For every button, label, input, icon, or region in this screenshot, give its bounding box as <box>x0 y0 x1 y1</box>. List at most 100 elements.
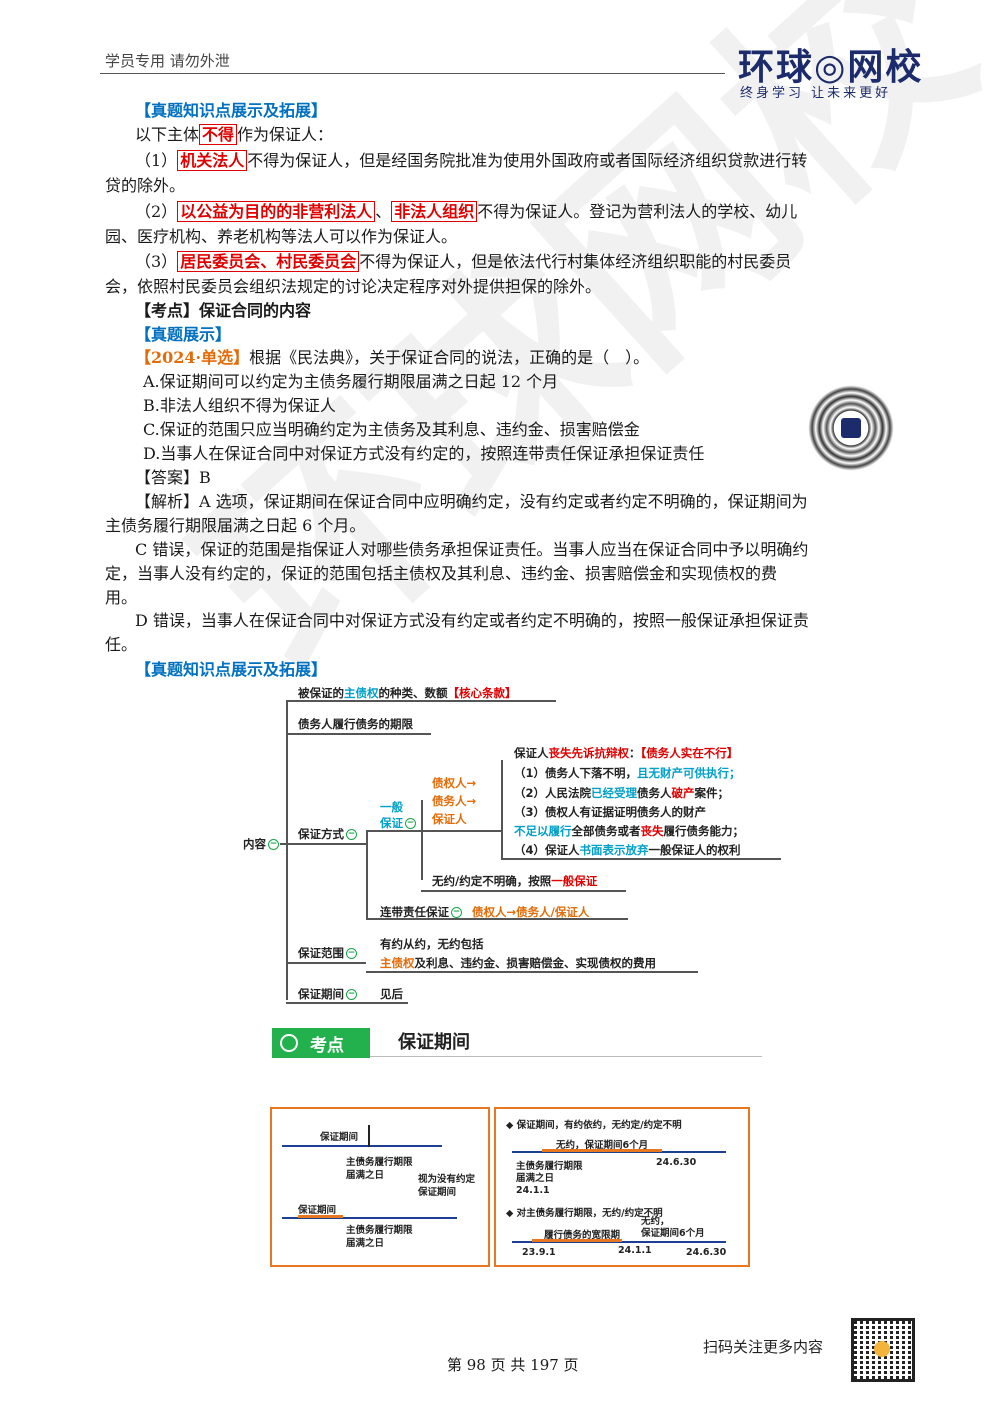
keyword-highlight: 以公益为目的的非营利法人 <box>177 201 376 222</box>
tl-label: 主债务履行期限届满之日 <box>346 1225 413 1249</box>
question-stem: 【2024·单选】根据《民法典》，关于保证合同的说法，正确的是（ ）。 <box>135 348 650 367</box>
collapse-icon[interactable]: − <box>346 948 357 959</box>
mm-underline <box>366 971 698 973</box>
question-tag: 【2024·单选】 <box>135 348 250 367</box>
tr-title-2: ◆ 对主债务履行期限，无约/约定不明 <box>506 1208 663 1219</box>
analysis-2c: 用。 <box>105 588 138 607</box>
tl-label: 保证期间 <box>320 1132 359 1143</box>
mm-scope-line-2: 主债权及利息、违约金、损害赔偿金、实现债权的费用 <box>380 956 656 970</box>
mm-underline <box>366 918 628 920</box>
collapse-icon[interactable]: − <box>451 907 462 918</box>
option-b: B.非法人组织不得为保证人 <box>143 396 336 415</box>
item-1-line-1: （1）机关法人不得为保证人，但是经国务院批准为使用外国政府或者国际经济组织贷款进… <box>135 150 808 171</box>
mm-defense-title: 保证人丧失先诉抗辩权：【债务人实在不行】 <box>514 746 739 760</box>
section-heading-2: 【真题知识点展示及拓展】 <box>135 660 328 679</box>
collapse-icon[interactable]: − <box>268 839 279 850</box>
mm-node-method: 保证方式− <box>298 827 357 841</box>
item-2-line-2: 园、医疗机构、养老机构等法人可以作为保证人。 <box>105 227 458 246</box>
tr-grace-bar <box>532 1239 622 1242</box>
collapse-icon[interactable]: − <box>346 989 357 1000</box>
analysis-2b: 定，当事人没有约定的，保证的范围包括主债权及其利息、违约金、损害赔偿金和实现债权… <box>105 564 778 583</box>
tl-tick <box>368 1125 370 1147</box>
qr-code[interactable] <box>851 1318 915 1382</box>
option-c: C.保证的范围只应当明确约定为主债务及其利息、违约金、损害赔偿金 <box>143 420 640 439</box>
mm-branch <box>366 830 368 918</box>
tr-date: 24.6.30 <box>686 1247 727 1258</box>
mm-underline <box>501 858 781 860</box>
tr-date: 24.1.1 <box>618 1245 652 1256</box>
collapse-icon[interactable]: − <box>346 829 357 840</box>
keyword-highlight: 非法人组织 <box>391 201 478 222</box>
mm-node-order: 债权人→ 债务人→ 保证人 <box>432 776 477 826</box>
mm-node-scope: 保证范围− <box>298 946 357 960</box>
kaodian-heading: 【考点】保证合同的内容 <box>135 301 312 320</box>
kaodian-divider <box>370 1056 762 1057</box>
mm-defense-4: （4）保证人书面表示放弃一般保证人的权利 <box>514 843 741 857</box>
logo: 环球◎网校 <box>738 47 924 88</box>
mm-node-term: 债务人履行债务的期限 <box>298 717 413 731</box>
mm-period-leaf: 见后 <box>380 987 403 1001</box>
keyword-highlight: 机关法人 <box>177 150 248 171</box>
section-heading: 【真题知识点展示及拓展】 <box>135 101 328 120</box>
analysis-3a: D 错误，当事人在保证合同中对保证方式没有约定或者约定不明确的，按照一般保证承担… <box>135 611 809 630</box>
mm-underline <box>366 830 421 832</box>
option-a: A.保证期间可以约定为主债务履行期限届满之日起 12 个月 <box>143 372 559 391</box>
collapse-icon[interactable]: − <box>405 818 416 829</box>
mm-node-joint: 连带责任保证−债权人→债务人/保证人 <box>380 905 590 919</box>
mm-defense-3b: 不足以履行全部债务或者丧失履行债务能力； <box>514 824 744 838</box>
item-3-line-1: （3）居民委员会、村民委员会不得为保证人，但是依法代行村集体经济组织职能的村民委… <box>135 251 792 272</box>
logo-slogan: 终身学习 让未来更好 <box>740 86 892 101</box>
tl-label: 保证期间 <box>298 1205 337 1216</box>
kaodian-tag: 考点 <box>272 1028 370 1058</box>
mini-program-code[interactable] <box>808 385 894 471</box>
mm-root: 内容− <box>243 837 279 851</box>
mm-underline <box>421 830 501 832</box>
tr-title-1: ◆ 保证期间，有约依约，无约定/约定不明 <box>506 1120 682 1131</box>
mm-underline <box>286 843 366 845</box>
tr-label: 无约，保证期间6个月 <box>556 1140 649 1151</box>
target-icon <box>280 1034 298 1052</box>
tr-period-bar <box>542 1149 662 1152</box>
mm-defense-1: （1）债务人下落不明，且无财产可供执行； <box>514 766 741 780</box>
header-confidential-label: 学员专用 请勿外泄 <box>105 52 230 70</box>
tl-label: 主债务履行期限届满之日 <box>346 1157 413 1181</box>
mm-defense-2: （2）人民法院已经受理债务人破产案件； <box>514 786 730 800</box>
tr-date: 24.6.30 <box>656 1157 697 1168</box>
mm-node-subject: 被保证的主债权的种类、数额【核心条款】 <box>298 686 517 700</box>
mm-scope-line-1: 有约从约，无约包括 <box>380 937 484 951</box>
mm-node-general: 一般 保证− <box>380 800 416 830</box>
mm-underline <box>286 733 431 735</box>
mm-branch <box>501 760 503 860</box>
page-number: 第 98 页 共 197 页 <box>447 1356 579 1374</box>
tr-label: 无约，保证期间6个月 <box>641 1216 705 1239</box>
mm-underline <box>286 700 556 702</box>
zhenti-heading: 【真题展示】 <box>135 325 232 344</box>
intro-line: 以下主体不得作为保证人： <box>135 124 334 145</box>
keyword-highlight: 居民委员会、村民委员会 <box>177 251 360 272</box>
analysis-3b: 任。 <box>105 635 138 654</box>
mm-node-period: 保证期间− <box>298 987 357 1001</box>
answer: 【答案】B <box>135 468 211 487</box>
header-divider <box>100 73 725 74</box>
tr-date: 23.9.1 <box>522 1247 556 1258</box>
mm-trunk <box>286 700 288 1000</box>
tl-period-bar <box>298 1215 343 1218</box>
tl-axis <box>282 1217 457 1219</box>
tl-label: 视为没有约定保证期间 <box>418 1174 476 1198</box>
timeline-left-panel: 保证期间 主债务履行期限届满之日 视为没有约定保证期间 保证期间 主债务履行期限… <box>270 1107 490 1267</box>
item-1-line-2: 贷的除外。 <box>105 176 186 195</box>
option-d: D.当事人在保证合同中对保证方式没有约定的，按照连带责任保证承担保证责任 <box>143 444 705 463</box>
tl-axis <box>282 1145 442 1147</box>
tr-grace: 履行债务的宽限期 <box>544 1230 621 1241</box>
analysis-1a: 【解析】A 选项，保证期间在保证合同中应明确约定，没有约定或者约定不明确的，保证… <box>135 492 808 511</box>
kaodian-title: 保证期间 <box>398 1032 470 1053</box>
mm-branch <box>421 800 423 880</box>
mm-underline <box>421 890 626 892</box>
logo-icon <box>841 418 861 438</box>
analysis-1b: 主债务履行期限届满之日起 6 个月。 <box>105 516 366 535</box>
item-3-line-2: 会，依照村民委员会组织法规定的讨论决定程序对外提供担保的除外。 <box>105 277 602 296</box>
keyword-highlight: 不得 <box>199 124 238 145</box>
mm-underline <box>286 1002 408 1004</box>
mm-underline <box>286 962 366 964</box>
